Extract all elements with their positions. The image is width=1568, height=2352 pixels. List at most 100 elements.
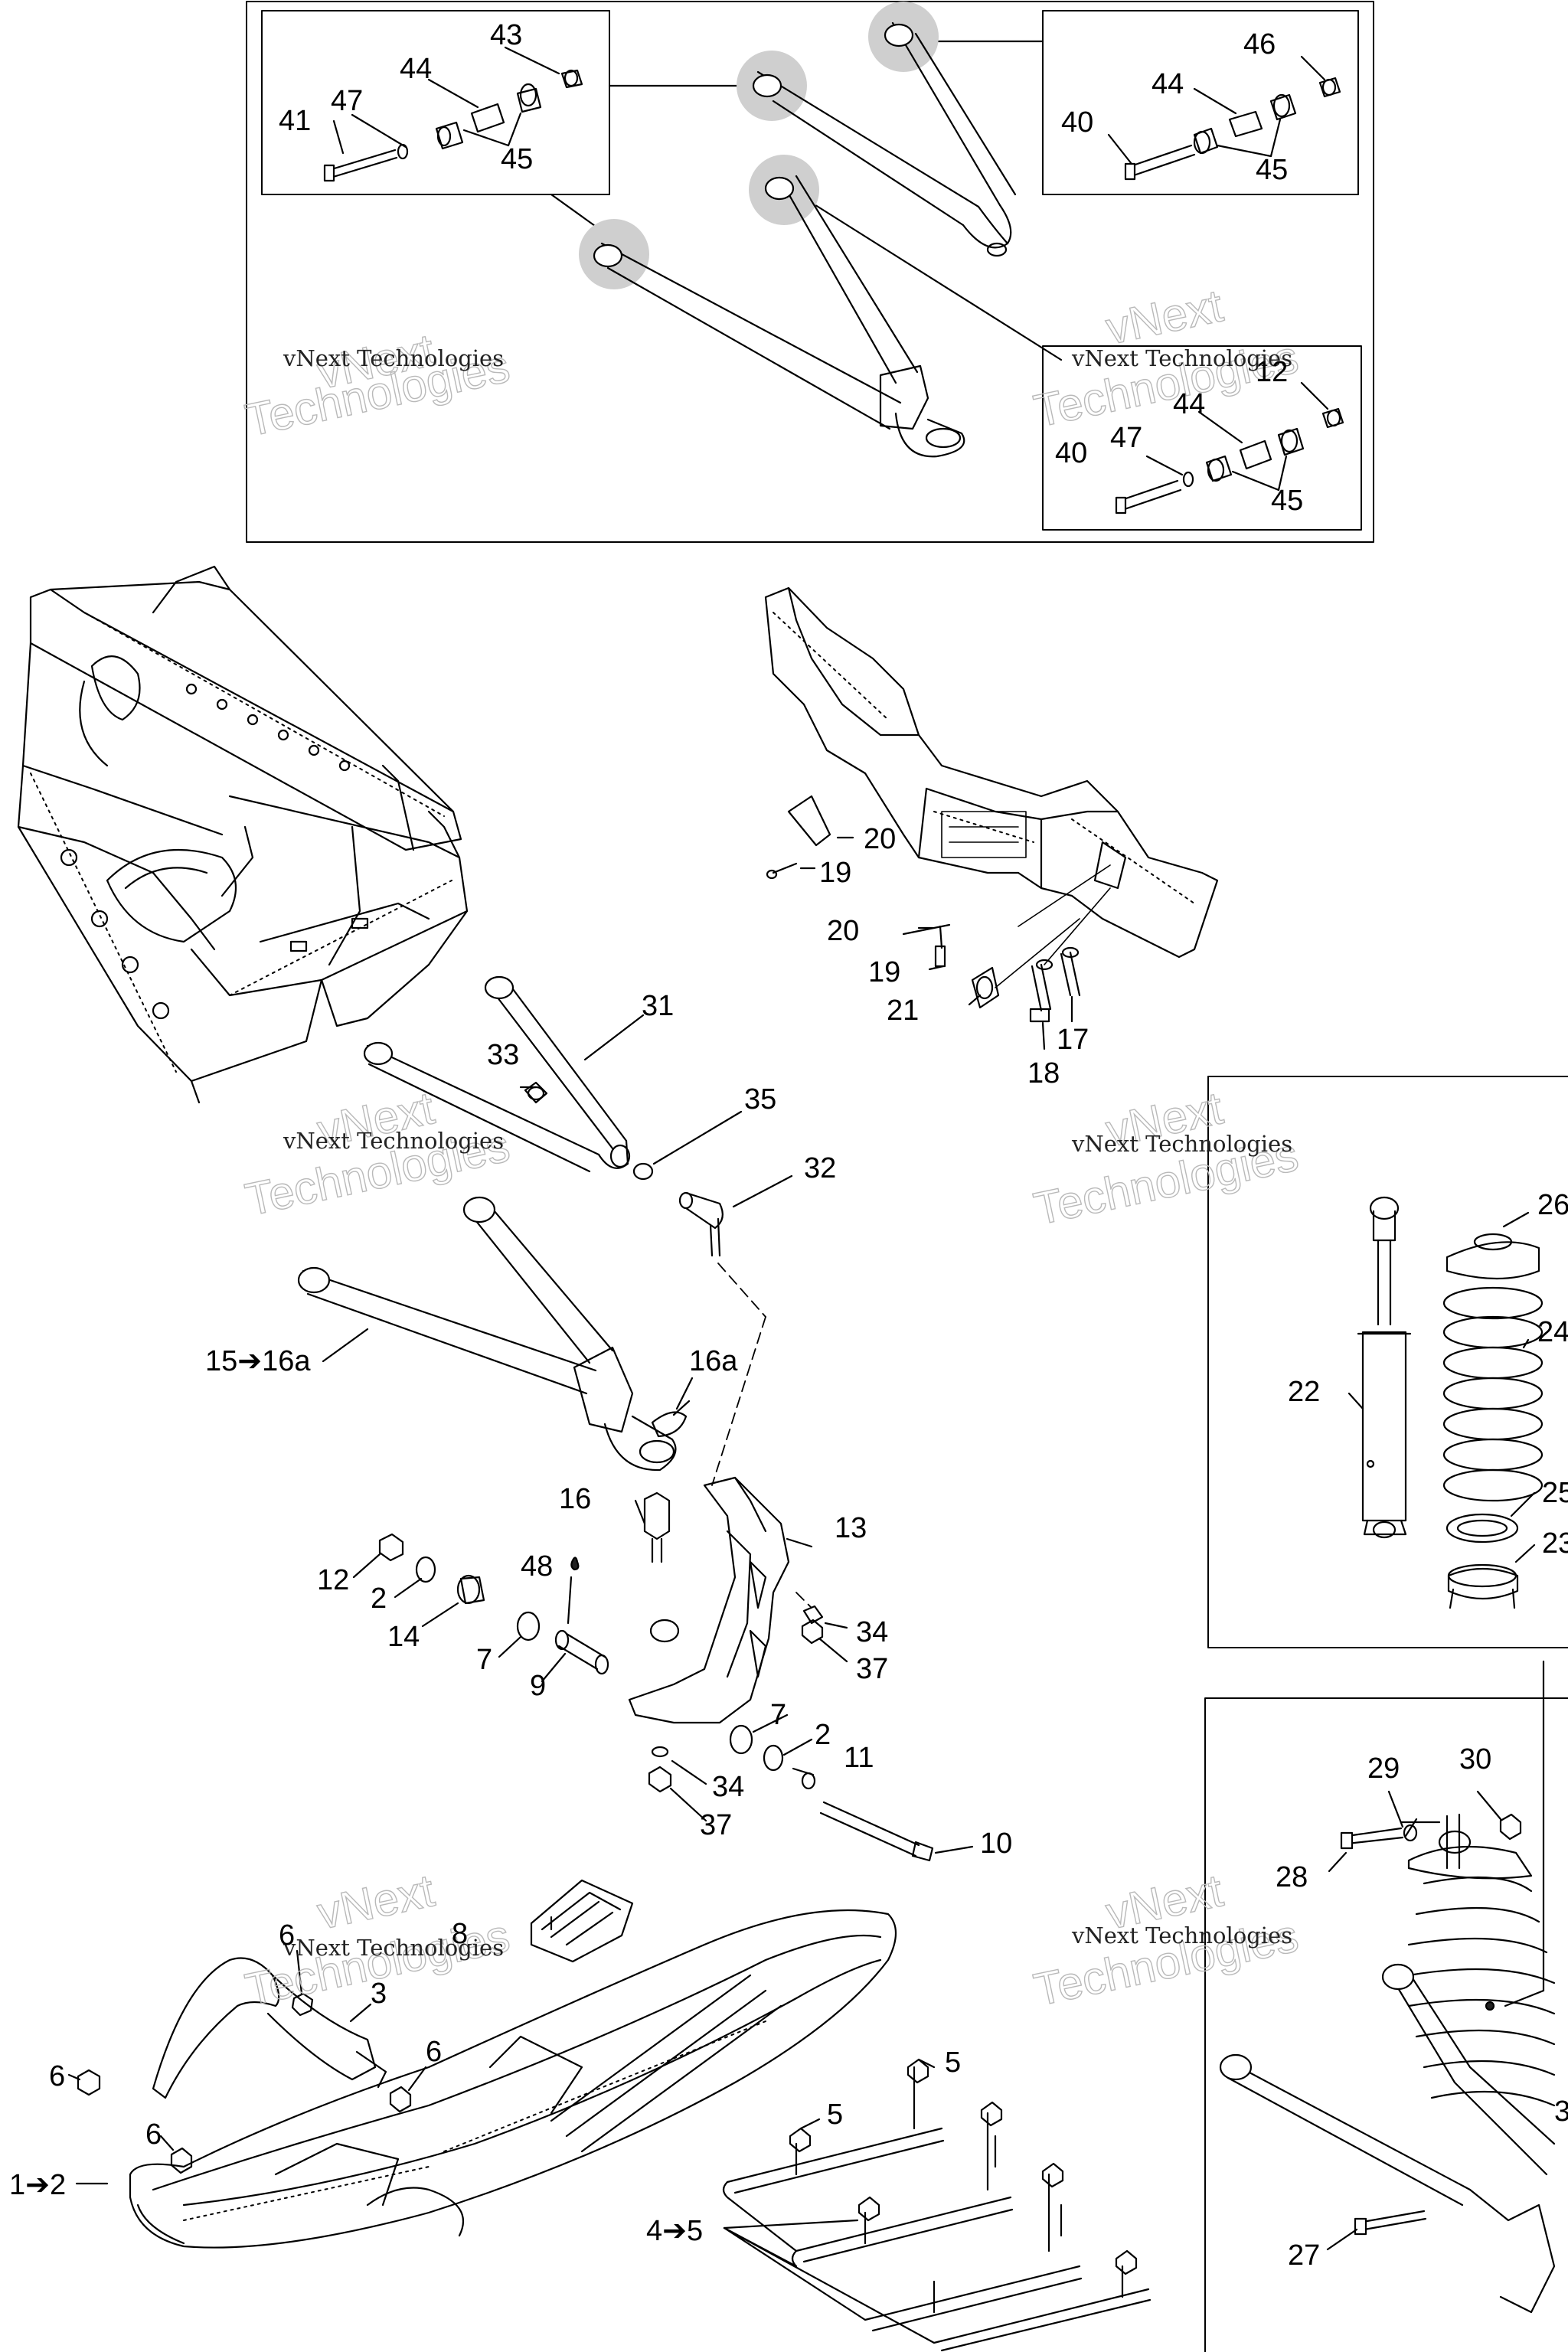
label-8: 8 — [452, 1918, 468, 1950]
pivot-leaders — [352, 1377, 974, 1854]
label-6: 6 — [49, 2060, 65, 2092]
label-47: 47 — [1110, 422, 1142, 454]
svg-text:vNext Technologies: vNext Technologies — [283, 1128, 504, 1154]
label-26: 26 — [1537, 1189, 1568, 1221]
label-43: 43 — [490, 19, 522, 51]
steering-link-dashed — [717, 1263, 766, 1318]
bracket-leaders — [799, 836, 1073, 1050]
upper-a-arm-31 — [363, 975, 724, 1257]
label-1-2: 1➔2 — [9, 2169, 66, 2201]
wear-bar-8 — [530, 1879, 634, 1963]
label-19: 19 — [868, 956, 900, 988]
label-14: 14 — [387, 1621, 420, 1653]
hardware-box-upper-right — [1042, 10, 1359, 195]
label-34: 34 — [712, 1771, 744, 1803]
label-15-16a: 15➔16a — [205, 1345, 311, 1377]
label-32: 32 — [804, 1152, 836, 1184]
ski-pivot-hardware — [378, 1533, 934, 1862]
label-6: 6 — [145, 2118, 162, 2151]
hardware-box-lower-right — [1042, 345, 1362, 531]
rear-leaders — [1326, 1660, 1545, 2251]
label-22: 22 — [1288, 1376, 1320, 1408]
ski-handle-3 — [152, 1957, 387, 2099]
lower-a-arm-15 — [297, 1196, 688, 1563]
label-28: 28 — [1276, 1861, 1308, 1893]
label-29: 29 — [1367, 1753, 1400, 1785]
spring-24 — [1442, 1233, 1544, 1609]
svg-text:vNext Technologies: vNext Technologies — [283, 345, 504, 371]
hardware-box-upper-left — [261, 10, 610, 195]
label-7: 7 — [770, 1699, 786, 1731]
label-48: 48 — [521, 1550, 553, 1583]
label-24: 24 — [1537, 1316, 1568, 1348]
label-40: 40 — [1055, 437, 1087, 469]
svg-text:vNext Technologies: vNext Technologies — [283, 1935, 504, 1961]
spindle-13 — [628, 1476, 790, 1724]
label-3: 3 — [371, 1978, 387, 2010]
label-44: 44 — [1173, 388, 1205, 420]
svg-text:vNext Technologies: vNext Technologies — [1071, 1922, 1292, 1949]
bolt-40-bushings-46 — [1124, 77, 1341, 181]
hardware-box-3-leaders — [1145, 381, 1329, 492]
label-23: 23 — [1542, 1527, 1568, 1560]
label-46: 46 — [1243, 28, 1276, 60]
svg-text:vNext Technologies: vNext Technologies — [1071, 345, 1292, 371]
label-17: 17 — [1057, 1024, 1089, 1056]
label-47: 47 — [331, 85, 363, 117]
label-33: 33 — [487, 1039, 519, 1071]
upper-a-arm-detail — [752, 21, 1017, 257]
label-9: 9 — [530, 1670, 546, 1702]
chassis-frame-drawing — [17, 565, 469, 1104]
label-4-5: 4➔5 — [646, 2215, 703, 2247]
label-7: 7 — [476, 1644, 492, 1676]
rear-hardware-27-30 — [1340, 1813, 1522, 2236]
ski-screws-6 — [77, 1992, 412, 2174]
rear-shock-callout-frame — [1204, 1697, 1568, 2352]
label-44: 44 — [400, 53, 432, 85]
bolt-41-washer-47-bushings — [323, 69, 583, 182]
label-37: 37 — [700, 1809, 732, 1841]
label-34: 34 — [856, 1616, 888, 1648]
label-16: 16 — [559, 1483, 591, 1515]
label-12: 12 — [1256, 356, 1288, 388]
hardware-box-1-leaders — [332, 46, 560, 155]
top-leaders — [550, 40, 1063, 361]
label-35: 35 — [744, 1083, 776, 1116]
label-20: 20 — [864, 823, 896, 855]
front-frame-bracket-drawing — [764, 586, 1219, 959]
label-25: 25 — [1542, 1477, 1568, 1509]
ski-1 — [129, 1909, 897, 2249]
label-45: 45 — [1256, 154, 1288, 186]
label-41: 41 — [279, 105, 311, 137]
lower-a-arm-detail — [593, 175, 965, 458]
ski-bolt-axis-dashed — [795, 1592, 812, 1609]
spindle-link-dashed — [711, 1316, 766, 1486]
shock-absorber-22 — [1357, 1196, 1412, 1539]
label-37: 37 — [856, 1653, 888, 1685]
label-27: 27 — [1288, 2239, 1320, 2272]
runners-5 — [722, 2058, 1152, 2352]
label-30: 30 — [1459, 1743, 1491, 1775]
label-31: 31 — [642, 990, 674, 1022]
label-6: 6 — [426, 2036, 442, 2068]
label-18: 18 — [1027, 1057, 1060, 1089]
hardware-box-2-leaders — [1107, 55, 1326, 165]
rear-a-arm-drawing — [1219, 1963, 1556, 2314]
label-16a: 16a — [689, 1345, 738, 1377]
svg-text:vNext Technologies: vNext Technologies — [1071, 1131, 1292, 1157]
runner-leaders — [723, 2058, 936, 2344]
label-45: 45 — [501, 143, 533, 175]
label-40: 40 — [1061, 106, 1093, 139]
shock-leaders — [1348, 1211, 1536, 1563]
label-3: 3 — [1554, 2096, 1568, 2128]
coilover-assembly — [1400, 1813, 1556, 2107]
ski-leaders — [67, 1916, 553, 2185]
bracket-hardware-17-21 — [766, 795, 1111, 1023]
part-labels: 43 44 41 47 45 46 44 40 45 12 44 47 40 4… — [9, 19, 1568, 2272]
label-20: 20 — [827, 915, 859, 947]
label-12: 12 — [317, 1564, 349, 1596]
label-11: 11 — [844, 1742, 874, 1774]
label-5: 5 — [827, 2099, 843, 2131]
bolt-40-washer-47-bushings-12 — [1115, 407, 1344, 514]
